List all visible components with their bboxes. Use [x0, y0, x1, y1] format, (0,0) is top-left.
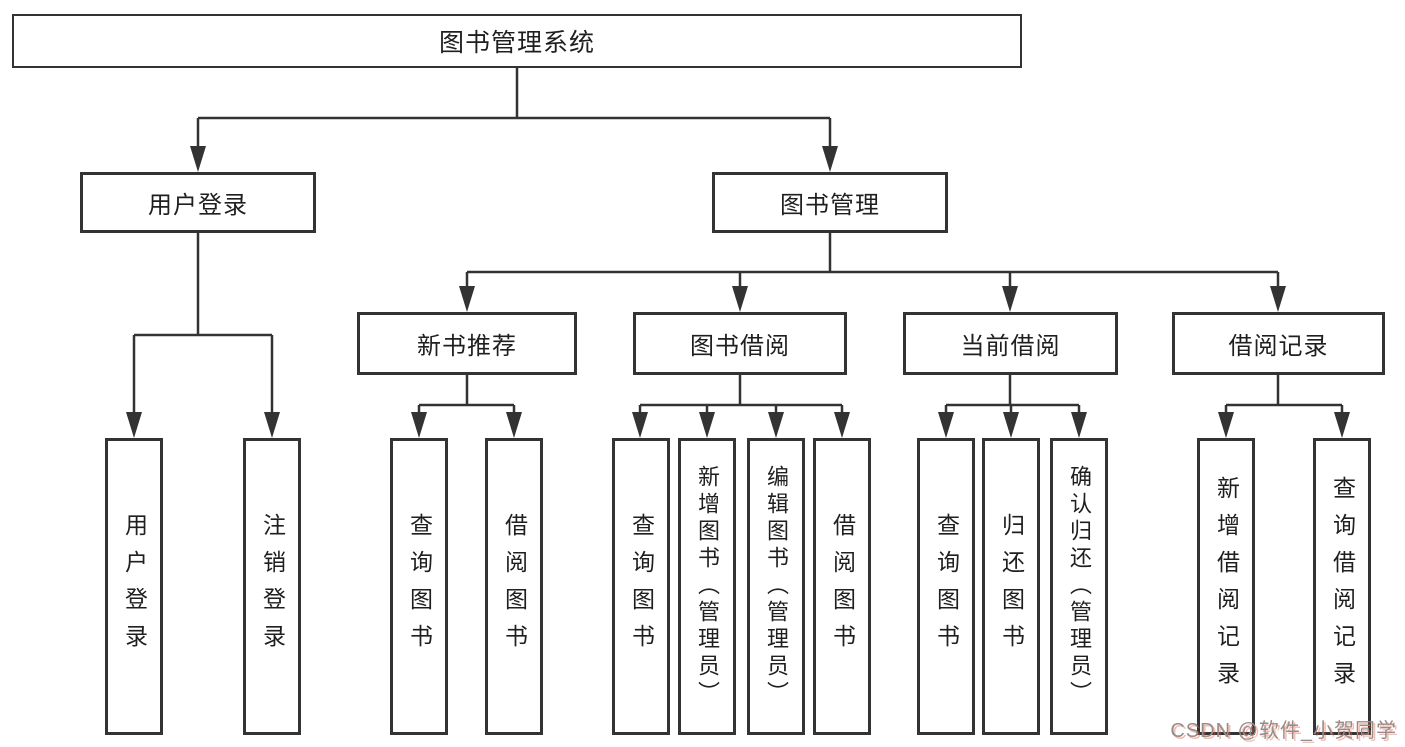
node-library-management-system: 图书管理系统 — [12, 14, 1022, 68]
leaf-borrow-books-borrowing: 借阅图书 — [813, 438, 871, 735]
node-book-borrowing: 图书借阅 — [633, 312, 847, 375]
leaf-query-books-recommend: 查询图书 — [390, 438, 448, 735]
leaf-label: 编辑图书（管理员） — [764, 465, 789, 708]
leaf-query-borrow-record: 查询借阅记录 — [1313, 438, 1371, 735]
node-borrowing-records: 借阅记录 — [1172, 312, 1385, 375]
node-new-book-recommend: 新书推荐 — [357, 312, 577, 375]
leaf-label: 确认归还（管理员） — [1067, 465, 1092, 708]
leaf-label: 注销登录 — [259, 512, 286, 661]
leaf-add-book-admin: 新增图书（管理员） — [678, 438, 736, 735]
leaf-label: 用户登录 — [121, 512, 148, 661]
csdn-watermark: CSDN @软件_小贺同学 — [1170, 720, 1397, 742]
leaf-label: 新增图书（管理员） — [695, 465, 720, 708]
leaf-confirm-return-admin: 确认归还（管理员） — [1050, 438, 1108, 735]
leaf-label: 查询借阅记录 — [1329, 475, 1356, 698]
leaf-label: 查询图书 — [628, 512, 655, 661]
node-book-management: 图书管理 — [712, 172, 948, 233]
leaf-label: 查询图书 — [933, 512, 960, 661]
node-current-borrowing: 当前借阅 — [903, 312, 1118, 375]
node-user-login: 用户登录 — [80, 172, 316, 233]
leaf-borrow-books-recommend: 借阅图书 — [485, 438, 543, 735]
leaf-label: 新增借阅记录 — [1213, 475, 1240, 698]
leaf-label: 借阅图书 — [829, 512, 856, 661]
leaf-label: 查询图书 — [406, 512, 433, 661]
leaf-query-books-borrowing: 查询图书 — [612, 438, 670, 735]
leaf-user-login: 用户登录 — [105, 438, 163, 735]
leaf-edit-book-admin: 编辑图书（管理员） — [747, 438, 805, 735]
leaf-logout: 注销登录 — [243, 438, 301, 735]
leaf-return-book: 归还图书 — [982, 438, 1040, 735]
leaf-label: 归还图书 — [998, 512, 1025, 661]
leaf-label: 借阅图书 — [501, 512, 528, 661]
leaf-add-borrow-record: 新增借阅记录 — [1197, 438, 1255, 735]
leaf-query-books-current: 查询图书 — [917, 438, 975, 735]
